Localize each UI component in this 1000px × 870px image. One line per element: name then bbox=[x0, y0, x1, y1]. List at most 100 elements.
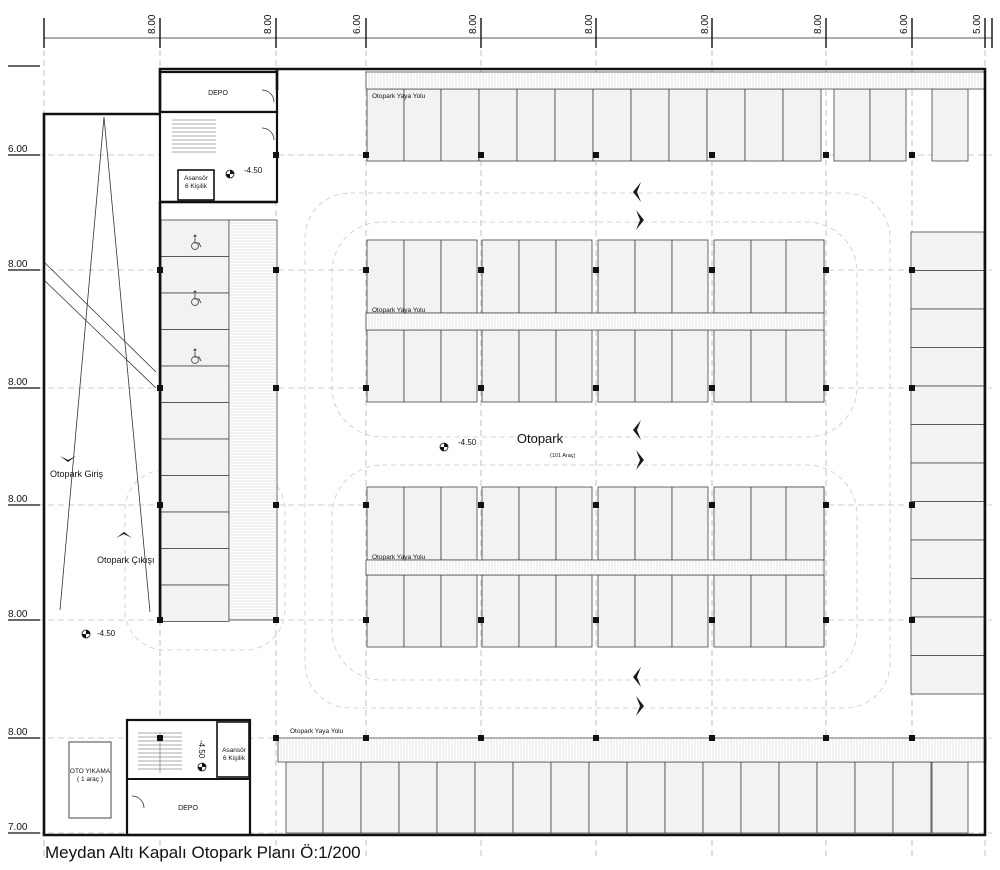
parking-space bbox=[634, 486, 673, 561]
door-swing bbox=[261, 89, 275, 103]
elevation-label: -4.50 bbox=[97, 629, 116, 638]
chevron-arrow-icon bbox=[636, 210, 644, 230]
structural-column bbox=[909, 502, 915, 508]
parking-space bbox=[440, 88, 480, 162]
parking-space bbox=[597, 329, 636, 403]
parking-space bbox=[403, 239, 442, 314]
structural-column bbox=[478, 617, 484, 623]
entrance-label: Otopark Giriş bbox=[50, 469, 104, 479]
parking-space bbox=[744, 88, 784, 162]
elevation-marker-quadrant bbox=[440, 447, 444, 451]
structural-column bbox=[157, 502, 163, 508]
chevron-arrow-icon bbox=[116, 532, 132, 538]
structural-column bbox=[273, 502, 279, 508]
parking-space bbox=[833, 88, 871, 162]
parking-space bbox=[403, 486, 442, 561]
parking-title: Otopark bbox=[517, 431, 564, 446]
parking-space bbox=[910, 347, 985, 387]
parking-space bbox=[778, 761, 818, 834]
parking-space bbox=[931, 88, 969, 162]
elevation-marker-quadrant bbox=[198, 767, 202, 771]
parking-space bbox=[910, 462, 985, 502]
top-dimension-label: 6.00 bbox=[352, 14, 363, 34]
parking-space bbox=[366, 329, 405, 403]
door-swing bbox=[261, 127, 275, 141]
structural-column bbox=[909, 385, 915, 391]
top-dimension-label: 8.00 bbox=[263, 14, 274, 34]
parking-space bbox=[634, 329, 673, 403]
walkway-middle-upper bbox=[365, 312, 825, 331]
structural-column bbox=[593, 735, 599, 741]
structural-column bbox=[709, 617, 715, 623]
parking-space bbox=[550, 761, 590, 834]
structural-column bbox=[157, 385, 163, 391]
structural-column bbox=[709, 152, 715, 158]
parking-space bbox=[481, 329, 520, 403]
ramp-line bbox=[59, 116, 105, 611]
parking-space bbox=[671, 574, 709, 648]
wheelchair-icon-head bbox=[193, 290, 197, 294]
structural-column bbox=[823, 267, 829, 273]
depo-top-label: DEPO bbox=[208, 90, 228, 97]
parking-space bbox=[910, 231, 985, 271]
parking-space bbox=[910, 308, 985, 348]
elevation-label: -4.50 bbox=[458, 438, 477, 447]
ramp-line bbox=[43, 261, 157, 373]
structural-column bbox=[478, 152, 484, 158]
top-dimension-label: 8.00 bbox=[468, 14, 479, 34]
elevation-label: -4.50 bbox=[244, 166, 263, 175]
parking-space bbox=[910, 424, 985, 464]
parking-space bbox=[555, 574, 593, 648]
parking-space bbox=[478, 88, 518, 162]
depo-bottom-label: DEPO bbox=[178, 805, 198, 812]
parking-space bbox=[931, 761, 969, 834]
wheelchair-icon bbox=[191, 348, 202, 364]
parking-space bbox=[160, 511, 230, 549]
structural-column bbox=[709, 385, 715, 391]
parking-space bbox=[750, 574, 789, 648]
parking-space bbox=[481, 239, 520, 314]
structural-column bbox=[363, 267, 369, 273]
parking-space bbox=[160, 438, 230, 476]
wheelchair-icon-wheel bbox=[191, 356, 199, 364]
dimension-lines bbox=[8, 18, 993, 834]
parking-space bbox=[518, 574, 557, 648]
chevron-arrow-icon bbox=[633, 182, 641, 202]
parking-space bbox=[910, 616, 985, 656]
elevation-marker-icon bbox=[81, 629, 91, 639]
parking-space bbox=[713, 239, 752, 314]
driving-lane-upper-loop bbox=[331, 221, 858, 438]
parking-space bbox=[713, 329, 752, 403]
parking-space bbox=[366, 574, 405, 648]
parking-space bbox=[785, 329, 825, 403]
parking-space bbox=[713, 574, 752, 648]
parking-space bbox=[854, 761, 894, 834]
parking-space bbox=[516, 88, 556, 162]
parking-space bbox=[160, 548, 230, 586]
wheelchair-icon-wheel bbox=[191, 298, 199, 306]
service-rooms bbox=[68, 70, 279, 837]
structural-column bbox=[709, 267, 715, 273]
ramp-line bbox=[103, 116, 151, 613]
parking-space bbox=[740, 761, 780, 834]
parking-space bbox=[626, 761, 666, 834]
parking-space bbox=[160, 365, 230, 403]
parking-space bbox=[597, 239, 636, 314]
parking-space bbox=[910, 501, 985, 541]
structural-column bbox=[823, 735, 829, 741]
parking-space bbox=[869, 88, 907, 162]
parking-space bbox=[440, 486, 478, 561]
structural-column bbox=[909, 267, 915, 273]
elevation-marker-quadrant bbox=[444, 443, 448, 447]
top-dimension-label: 8.00 bbox=[584, 14, 595, 34]
top-dimension-label: 8.00 bbox=[700, 14, 711, 34]
parking-space bbox=[592, 88, 632, 162]
left-dimension-label: 6.00 bbox=[8, 144, 28, 155]
walkway-label-middle-lower: Otopark Yaya Yolu bbox=[372, 554, 426, 561]
structural-column bbox=[273, 617, 279, 623]
parking-space bbox=[366, 88, 405, 162]
parking-capacity: (101 Araç) bbox=[550, 453, 576, 459]
